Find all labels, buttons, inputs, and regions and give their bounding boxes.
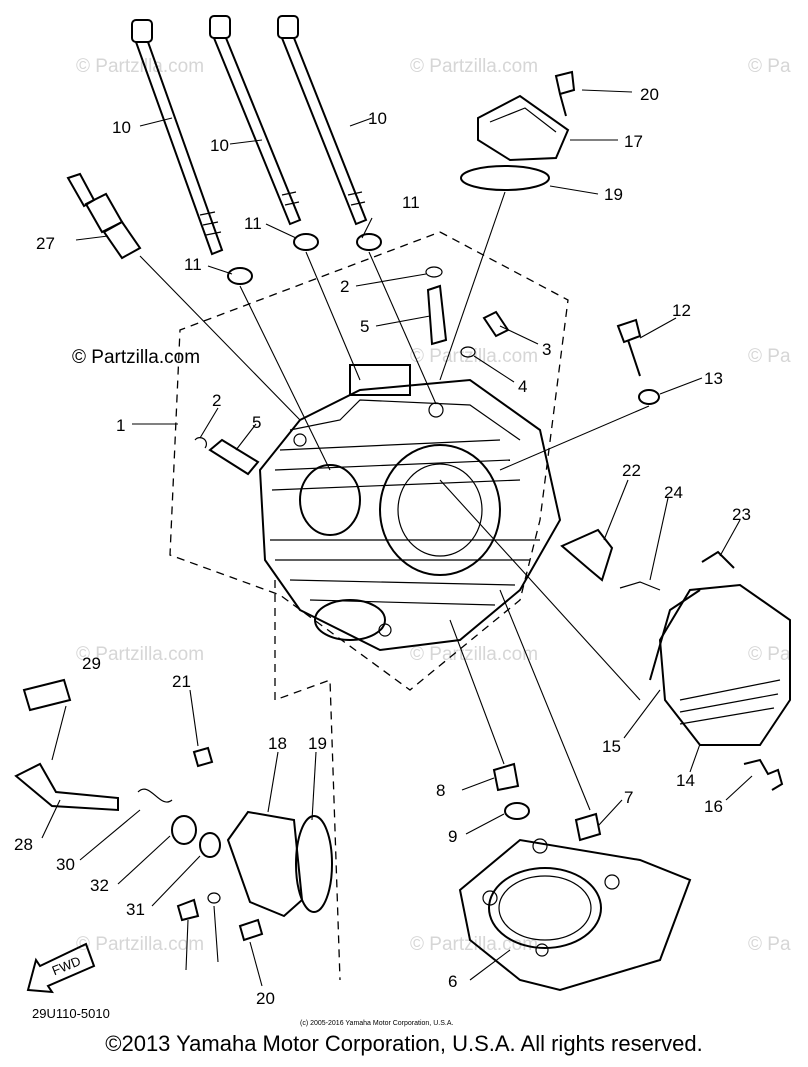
callout-20: 20 <box>640 85 659 104</box>
watermark: © Partzilla.com <box>76 56 204 77</box>
callout-13: 13 <box>704 369 723 388</box>
cover-bolt <box>554 70 576 117</box>
callout-14: 14 <box>676 771 695 790</box>
bolt <box>192 746 214 768</box>
plain-washer <box>171 815 197 845</box>
watermark: © Pa <box>748 346 791 367</box>
watermark: © Partzilla.com <box>76 644 204 665</box>
callout-26: 28 <box>14 835 33 854</box>
cap <box>22 678 72 712</box>
callout-27: 29 <box>82 654 101 673</box>
watermark: © Partzilla.com <box>410 56 538 77</box>
callout-21: 21 <box>172 672 191 691</box>
bolt <box>701 550 735 569</box>
callout-18: 18 <box>268 734 287 753</box>
breather-fitting <box>560 528 614 582</box>
copyright-notice: ©2013 Yamaha Motor Corporation, U.S.A. A… <box>105 1031 703 1056</box>
bolt <box>616 318 642 377</box>
watermark: © Partzilla.com <box>410 644 538 665</box>
cylinder-gasket <box>458 838 692 992</box>
valve-guide <box>426 284 448 346</box>
callout-2: 2 <box>340 277 349 296</box>
head-bolt <box>209 15 302 226</box>
gasket <box>649 589 701 681</box>
callout-12: 12 <box>672 301 691 320</box>
clip <box>194 437 207 449</box>
callout-4: 4 <box>518 377 527 396</box>
hose <box>619 581 661 591</box>
callout-11: 11 <box>244 214 262 233</box>
callout-9: 9 <box>448 827 457 846</box>
oil-seal <box>199 832 221 858</box>
callouts: 10 10 10 11 11 11 27 2 5 3 4 1 2 5 20 17… <box>14 85 751 1008</box>
main-watermark: © Partzilla.com <box>72 347 200 368</box>
callout-25: 27 <box>36 234 55 253</box>
callout-1: 1 <box>116 416 125 435</box>
callout-2: 2 <box>212 391 221 410</box>
washer <box>227 267 253 285</box>
callout-17: 17 <box>624 132 643 151</box>
callout-19: 19 <box>604 185 623 204</box>
fwd-label: FWD <box>50 953 83 978</box>
callout-20: 20 <box>256 989 275 1008</box>
callout-10: 10 <box>368 109 387 128</box>
plug <box>574 812 602 842</box>
small-copyright: (c) 2005-2016 Yamaha Motor Corporation, … <box>300 1020 453 1027</box>
o-ring <box>295 815 333 913</box>
callout-6: 6 <box>448 972 457 991</box>
watermark: © Partzilla.com <box>410 934 538 955</box>
bolt <box>238 918 264 942</box>
callout-11: 11 <box>184 255 202 274</box>
assembly-boundary-lower <box>274 580 341 981</box>
cover <box>226 810 304 918</box>
assembly-boundary <box>169 231 569 691</box>
lever <box>14 762 119 812</box>
plug <box>176 898 200 922</box>
callout-16: 16 <box>704 797 723 816</box>
callout-23: 23 <box>732 505 751 524</box>
plug <box>492 762 520 792</box>
watermark: © Partzilla.com <box>76 934 204 955</box>
valve-guide <box>208 438 260 476</box>
tappet-cover <box>477 94 570 162</box>
callout-29: 31 <box>126 900 145 919</box>
callout-10: 10 <box>210 136 229 155</box>
watermark: © Pa <box>748 644 791 665</box>
callout-19: 19 <box>308 734 327 753</box>
washer <box>504 802 530 820</box>
callout-11: 11 <box>402 193 420 212</box>
diagram-reference: 29U110-5010 <box>32 1006 110 1021</box>
callout-15: 15 <box>602 737 621 756</box>
bolt <box>743 758 784 791</box>
callout-8: 8 <box>436 781 445 800</box>
callout-7: 7 <box>624 788 633 807</box>
callout-24: 24 <box>664 483 683 502</box>
clip <box>425 266 443 278</box>
spring <box>137 788 173 803</box>
callout-5: 5 <box>252 413 261 432</box>
callout-10: 10 <box>112 118 131 137</box>
callout-28: 30 <box>56 855 75 874</box>
side-cover <box>658 583 791 746</box>
gasket <box>207 892 221 904</box>
o-ring <box>460 165 550 191</box>
head-bolt <box>131 19 224 256</box>
watermark: © Pa <box>748 934 791 955</box>
cylinder-head <box>258 364 562 652</box>
spark-plug <box>66 172 142 260</box>
callout-30: 32 <box>90 876 109 895</box>
callout-3: 3 <box>542 340 551 359</box>
washer <box>638 389 660 405</box>
callout-22: 22 <box>622 461 641 480</box>
washer <box>356 233 382 251</box>
stud-bolt <box>482 310 510 338</box>
plain-washer <box>460 346 476 358</box>
watermark: © Pa <box>748 56 791 77</box>
head-bolt <box>277 15 368 226</box>
callout-5: 5 <box>360 317 369 336</box>
leader-lines <box>41 89 753 987</box>
washer <box>293 233 319 251</box>
